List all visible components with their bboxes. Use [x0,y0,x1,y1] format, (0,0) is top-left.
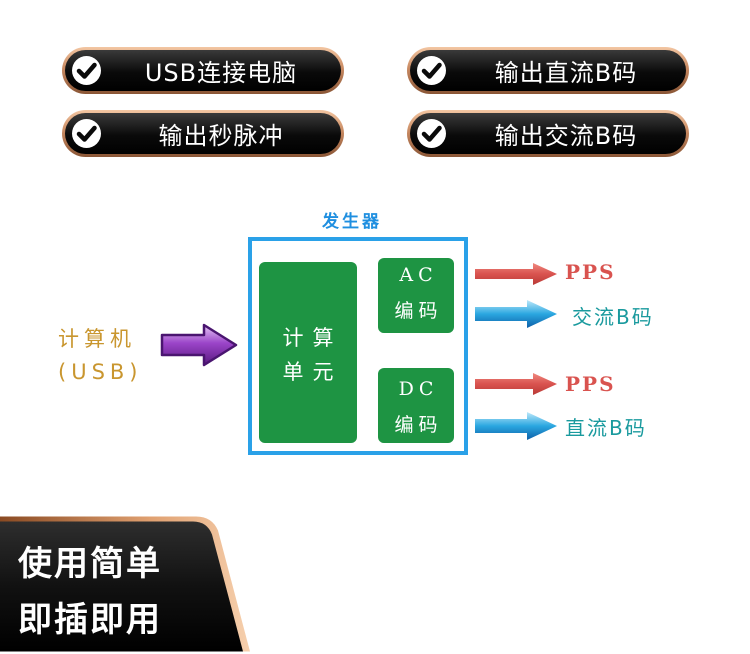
feature-label: 输出交流B码 [494,122,638,150]
input-label-computer: 计算机 [58,327,136,351]
ac-encoder-label-line1: AC [399,264,438,286]
ac-encoder-label-line2: 编码 [394,300,443,322]
feature-label: 输出直流B码 [494,59,638,87]
compute-unit-block: 计算 单元 [259,262,357,443]
red-arrow-icon [475,373,557,395]
pps-label-dc: PPS [565,372,616,396]
compute-unit-label-line1: 计算 [282,326,343,350]
feature-label: USB连接电脑 [144,59,298,87]
dc-encoder-label-line2: 编码 [394,414,443,436]
banner-line1: 使用简单 [18,544,162,584]
dc-bcode-label: 直流B码 [565,416,647,440]
feature-dc-bcode: 输出直流B码 [407,47,689,94]
pps-label-ac: PPS [565,260,616,284]
compute-unit-label-line2: 单元 [282,360,343,384]
purple-arrow-icon [160,323,238,367]
check-circle-icon [72,56,101,85]
ac-encoder-block: AC 编码 [378,258,454,333]
feature-usb-connect: USB连接电脑 [62,47,344,94]
check-circle-icon [72,119,101,148]
dc-encoder-block: DC 编码 [378,368,454,443]
feature-label: 输出秒脉冲 [158,122,284,150]
blue-arrow-icon [475,300,557,328]
ac-bcode-label: 交流B码 [572,305,654,329]
dc-encoder-label-line1: DC [398,378,439,400]
red-arrow-icon [475,263,557,285]
bottom-banner-shape [0,516,250,652]
check-circle-icon [417,119,446,148]
feature-pps: 输出秒脉冲 [62,110,344,157]
banner-line2: 即插即用 [18,600,162,640]
check-circle-icon [417,56,446,85]
blue-arrow-icon [475,412,557,440]
feature-ac-bcode: 输出交流B码 [407,110,689,157]
input-label-usb: (USB) [58,360,143,384]
generator-title: 发生器 [322,212,382,232]
